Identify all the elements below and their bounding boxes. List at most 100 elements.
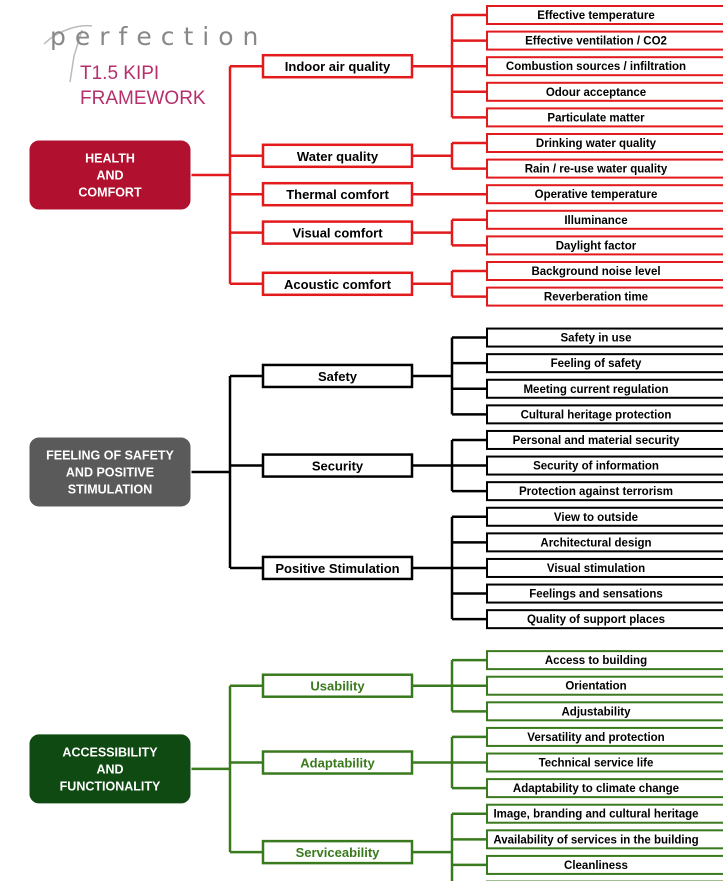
category-positive-stimulation: Positive Stimulation bbox=[261, 555, 414, 581]
category-thermal-comfort: Thermal comfort bbox=[261, 181, 414, 207]
indicator-label: Meeting current regulation bbox=[523, 384, 668, 396]
indicator-label: Rain / re-use water quality bbox=[525, 164, 668, 176]
indicator-box: Particulate matter bbox=[486, 107, 723, 128]
category-indoor-air-quality: Indoor air quality bbox=[261, 53, 414, 79]
indicator-label: Odour acceptance bbox=[546, 87, 646, 99]
indicator-box: Versatility and protection bbox=[486, 726, 723, 747]
indicator-label: Personal and material security bbox=[513, 435, 680, 447]
category-water-quality: Water quality bbox=[261, 143, 414, 169]
category-label: Visual comfort bbox=[292, 226, 383, 241]
indicator-box: Architectural design bbox=[486, 532, 723, 553]
indicator-box: Feelings and sensations bbox=[486, 583, 723, 604]
indicator-box: Personal and material security bbox=[486, 429, 723, 450]
category-label: Water quality bbox=[297, 149, 379, 164]
indicator-connector bbox=[412, 13, 487, 119]
category-connector bbox=[191, 374, 263, 570]
indicator-label: Adjustability bbox=[561, 706, 631, 718]
category-serviceability: Serviceability bbox=[261, 839, 414, 865]
logo-wordmark: perfection bbox=[50, 22, 268, 51]
indicator-connector bbox=[412, 812, 487, 881]
category-label: Thermal comfort bbox=[286, 187, 389, 202]
indicator-label: Effective temperature bbox=[537, 10, 655, 22]
indicator-box: Effective ventilation / CO2 bbox=[486, 30, 723, 51]
indicator-label: Operative temperature bbox=[535, 189, 658, 201]
indicator-box: Orientation bbox=[486, 675, 723, 696]
indicator-label: Visual stimulation bbox=[547, 563, 645, 575]
indicator-connector bbox=[412, 735, 487, 790]
indicator-label: Architectural design bbox=[540, 537, 651, 549]
indicator-label: Particulate matter bbox=[547, 112, 645, 124]
indicator-box: Protection against terrorism bbox=[486, 481, 723, 502]
indicator-label: Adaptability to climate change bbox=[513, 783, 679, 795]
indicator-label: Access to building bbox=[545, 655, 647, 667]
indicator-box: Safety in use bbox=[486, 327, 723, 348]
indicator-label: Quality of support places bbox=[527, 614, 665, 626]
category-usability: Usability bbox=[261, 673, 414, 698]
indicator-label: Combustion sources / infiltration bbox=[506, 61, 686, 73]
indicator-label: Versatility and protection bbox=[527, 732, 664, 744]
indicator-box: Effective temperature bbox=[486, 5, 723, 25]
indicator-box: Visual stimulation bbox=[486, 557, 723, 578]
indicator-box: Quality of support places bbox=[486, 609, 723, 630]
indicator-label: Image, branding and cultural heritage bbox=[493, 809, 698, 821]
indicator-label: Daylight factor bbox=[556, 240, 637, 252]
indicator-connector bbox=[412, 658, 487, 713]
category-label: Safety bbox=[318, 369, 358, 384]
indicator-label: Effective ventilation / CO2 bbox=[525, 36, 667, 48]
indicator-label: Orientation bbox=[565, 681, 626, 693]
indicator-label: Technical service life bbox=[539, 758, 654, 770]
indicator-label: Security of information bbox=[533, 461, 659, 473]
indicator-connector bbox=[412, 218, 487, 247]
framework-title: T1.5 KIPI FRAMEWORK bbox=[80, 63, 206, 109]
category-label: Usability bbox=[310, 679, 365, 694]
indicator-box: Rain / re-use water quality bbox=[486, 158, 723, 179]
indicator-box: Daylight factor bbox=[486, 235, 723, 256]
group-frame bbox=[28, 733, 192, 805]
indicator-box: Security of information bbox=[486, 455, 723, 476]
category-label: Serviceability bbox=[296, 845, 381, 860]
indicator-box: Availability of services in the building bbox=[486, 829, 723, 850]
indicator-label: Reverberation time bbox=[544, 292, 648, 304]
category-connector bbox=[191, 64, 263, 286]
category-label: Adaptability bbox=[300, 756, 375, 771]
category-label: Security bbox=[312, 459, 364, 474]
indicator-box: Combustion sources / infiltration bbox=[486, 56, 723, 77]
indicator-box: Reverberation time bbox=[486, 286, 723, 307]
indicator-label: Protection against terrorism bbox=[519, 486, 673, 498]
indicator-label: Feeling of safety bbox=[551, 358, 642, 370]
indicator-connector bbox=[412, 515, 487, 621]
indicator-box: Feeling of safety bbox=[486, 353, 723, 374]
group-frame bbox=[28, 436, 192, 508]
indicator-label: Availability of services in the building bbox=[493, 834, 698, 846]
indicator-box: Illuminance bbox=[486, 209, 723, 230]
category-security: Security bbox=[261, 453, 414, 478]
indicator-box: Operative temperature bbox=[486, 184, 723, 205]
indicator-box: View to outside bbox=[486, 506, 723, 527]
indicator-label: Illuminance bbox=[564, 215, 627, 227]
indicator-label: Feelings and sensations bbox=[529, 589, 663, 601]
indicator-box: Drinking water quality bbox=[486, 133, 723, 153]
group-frame bbox=[28, 139, 192, 211]
indicator-label: Cleanliness bbox=[564, 860, 628, 872]
category-visual-comfort: Visual comfort bbox=[261, 220, 414, 245]
indicator-connector bbox=[412, 336, 487, 416]
indicator-box: Access to building bbox=[486, 650, 723, 671]
category-acoustic-comfort: Acoustic comfort bbox=[261, 271, 414, 297]
indicator-connector bbox=[412, 438, 487, 493]
indicator-box: Background noise level bbox=[486, 261, 723, 281]
indicator-label: Cultural heritage protection bbox=[521, 409, 672, 421]
category-safety: Safety bbox=[261, 363, 414, 389]
category-label: Positive Stimulation bbox=[275, 561, 399, 576]
category-label: Indoor air quality bbox=[285, 59, 391, 74]
indicator-label: View to outside bbox=[554, 512, 638, 524]
group-accessibility-and-functionality: Access to buildingOrientationAdjustabili… bbox=[28, 650, 723, 881]
indicator-box: Odour acceptance bbox=[486, 81, 723, 102]
indicator-box: Cultural heritage protection bbox=[486, 404, 723, 425]
